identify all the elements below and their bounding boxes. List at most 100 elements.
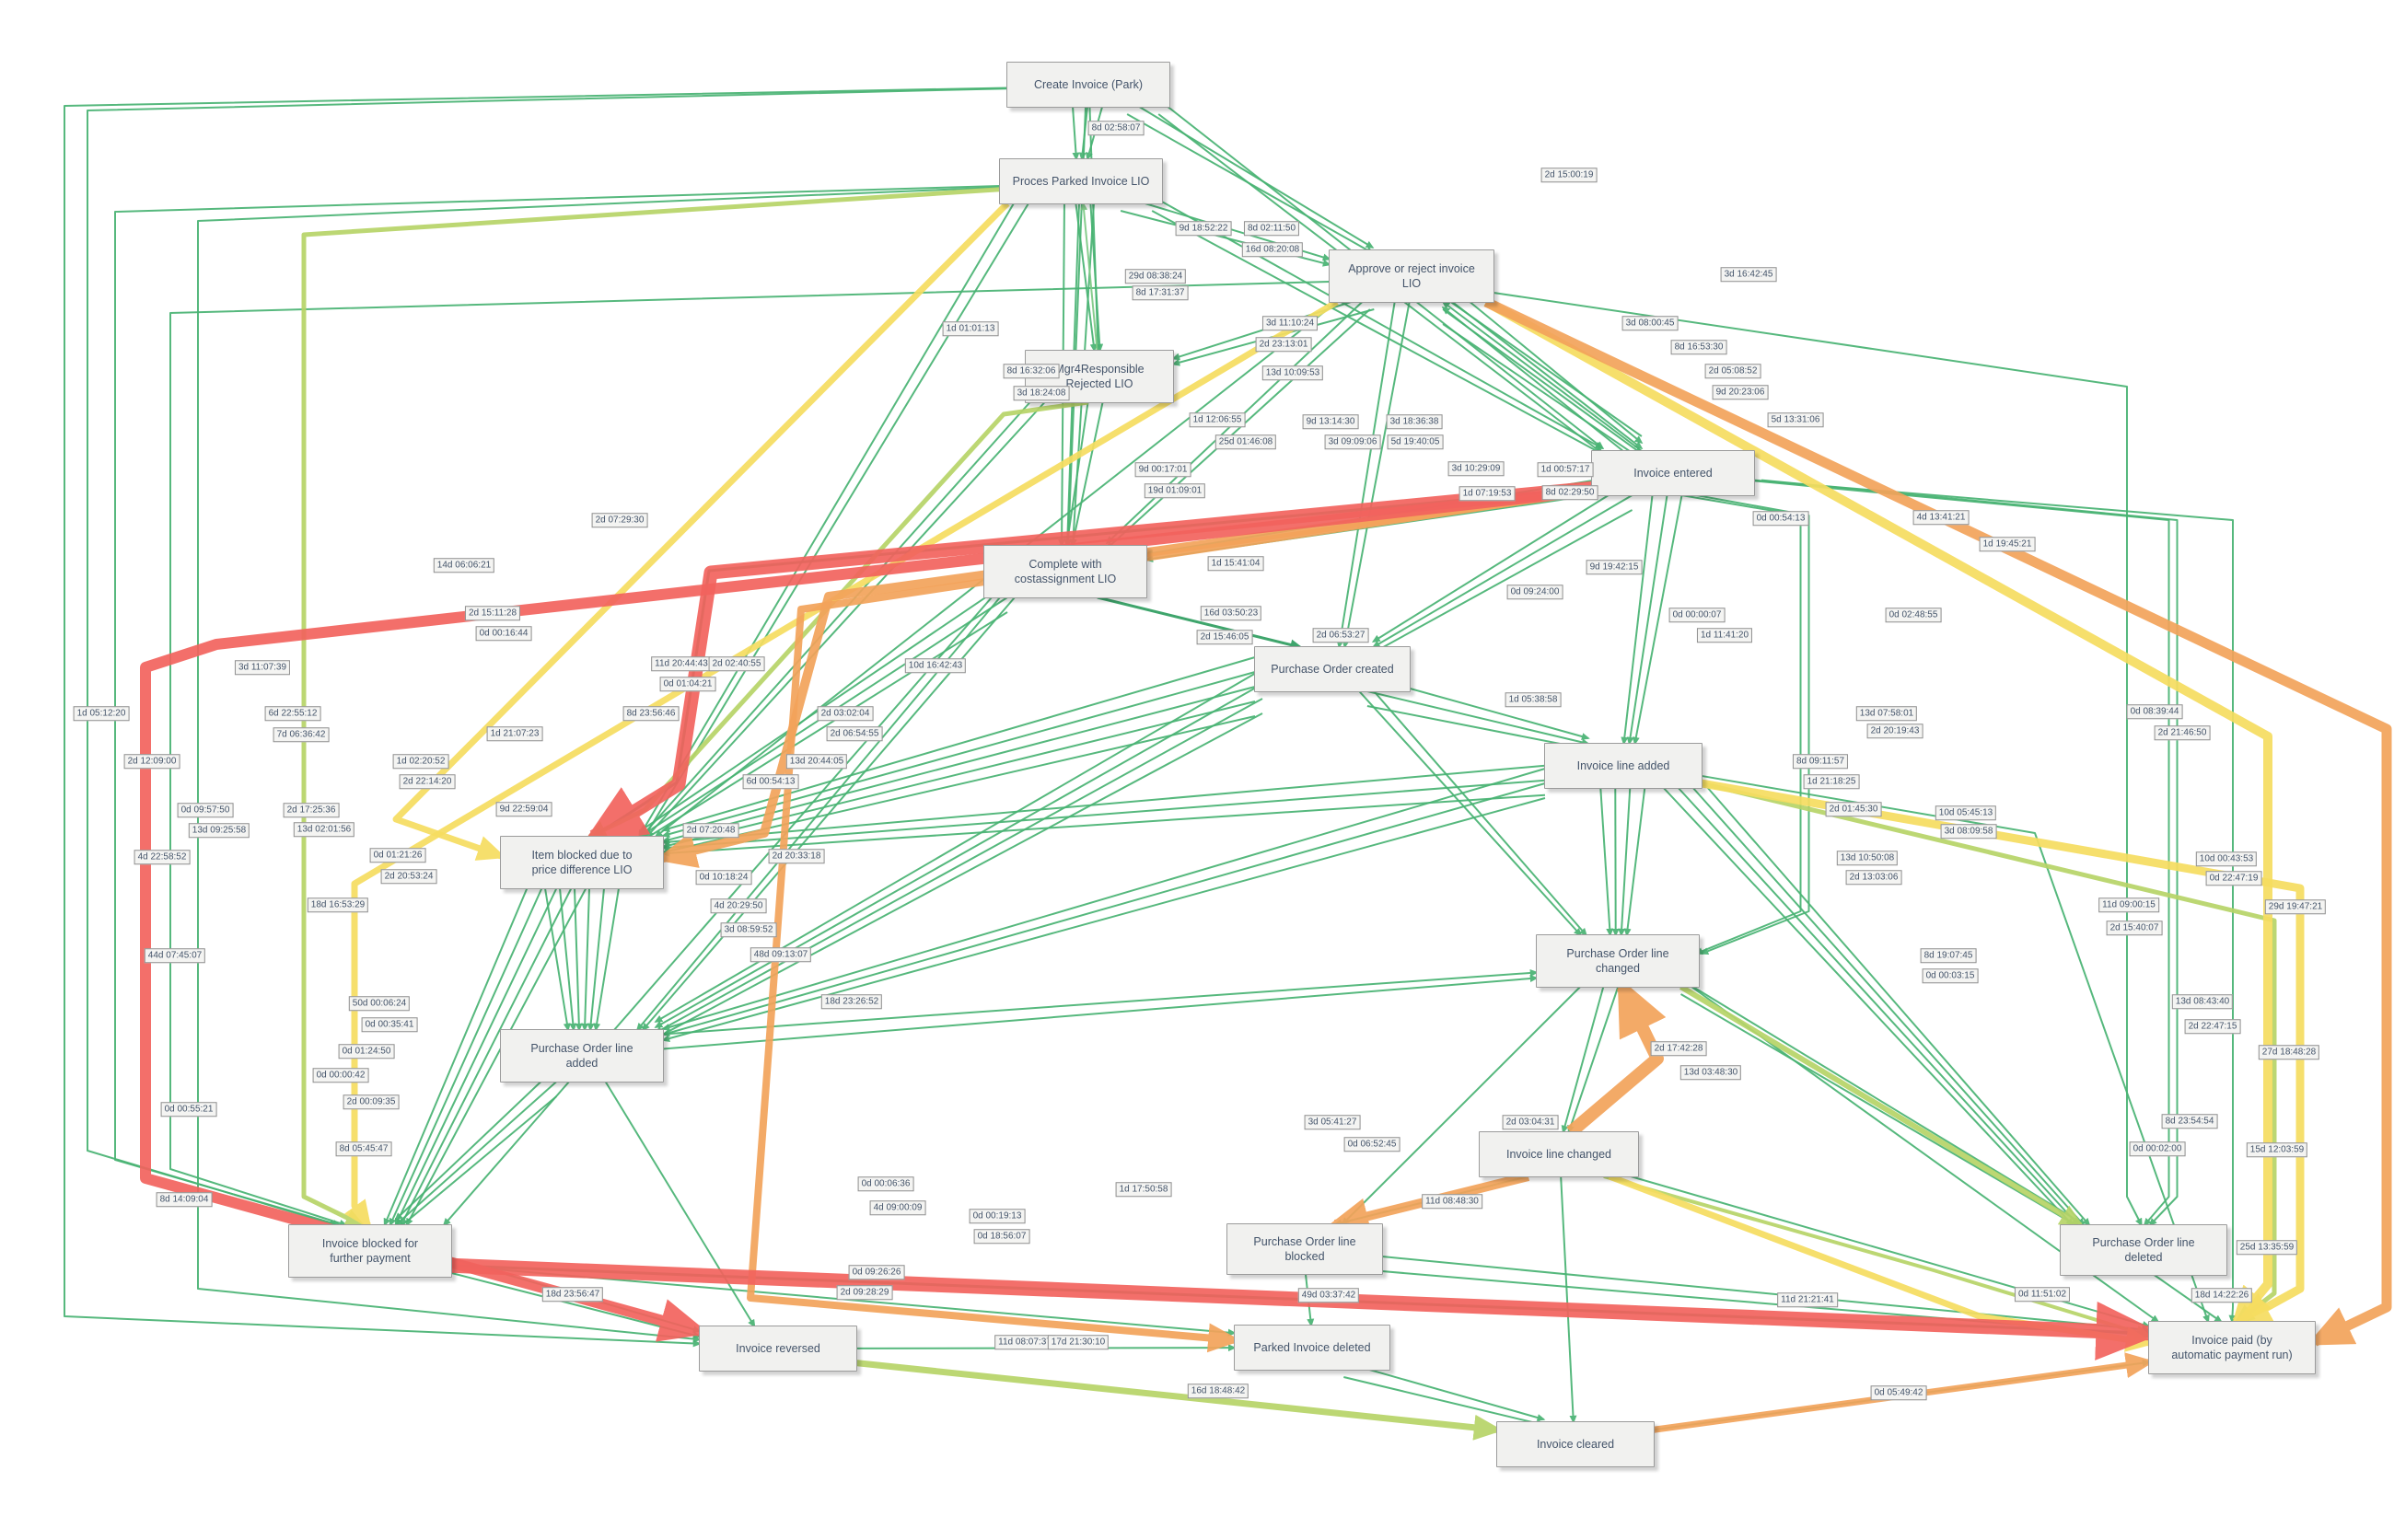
flow-edge[interactable] [394, 1095, 558, 1233]
flow-edge[interactable] [1342, 301, 1411, 649]
flow-edge[interactable] [654, 683, 1263, 1028]
flow-edge[interactable] [1567, 986, 1620, 1134]
activity-node-ib[interactable]: Item blocked due to price difference LIO [500, 836, 664, 889]
flow-edge[interactable] [1371, 494, 1633, 648]
flow-edge[interactable] [1692, 787, 2086, 1227]
flow-edge[interactable] [654, 712, 1263, 1039]
activity-node-cc[interactable]: Complete with costassignment LIO [983, 545, 1147, 598]
flow-edge[interactable] [1680, 978, 2083, 1223]
flow-edge[interactable] [559, 887, 577, 1032]
flow-edge[interactable] [644, 203, 1029, 839]
activity-node-pla[interactable]: Purchase Order line added [500, 1029, 664, 1083]
flow-edge[interactable] [661, 671, 1256, 838]
flow-edge[interactable] [661, 764, 1546, 846]
flow-edge[interactable] [1358, 690, 1583, 937]
flow-edge[interactable] [654, 698, 1263, 1034]
flow-edge[interactable] [1566, 976, 1667, 1138]
activity-node-icl[interactable]: Invoice cleared [1496, 1421, 1655, 1467]
flow-edge[interactable] [2153, 1274, 2223, 1324]
flow-edge[interactable] [661, 701, 1256, 850]
flow-edge[interactable] [1680, 993, 2083, 1229]
flow-edge[interactable] [64, 87, 1008, 1348]
flow-edge[interactable] [1701, 774, 2210, 1324]
flow-edge[interactable] [1343, 1361, 1546, 1421]
flow-edge[interactable] [1371, 480, 1633, 643]
flow-edge[interactable] [1753, 479, 2237, 1324]
flow-edge[interactable] [1626, 494, 1668, 746]
flow-edge[interactable] [1621, 494, 1654, 746]
flow-edge[interactable] [1618, 787, 1632, 937]
flow-edge[interactable] [604, 1081, 756, 1328]
activity-node-ila[interactable]: Invoice line added [1544, 743, 1703, 789]
flow-edge[interactable] [1632, 494, 1683, 746]
flow-edge[interactable] [1063, 401, 1089, 548]
flow-edge[interactable] [1441, 295, 1643, 437]
flow-edge[interactable] [587, 887, 605, 1032]
flow-edge[interactable] [661, 656, 1256, 832]
flow-edge[interactable] [1678, 787, 2080, 1227]
flow-edge[interactable] [389, 887, 543, 1227]
flow-edge[interactable] [1761, 479, 2179, 1227]
flow-edge[interactable] [1080, 202, 1098, 352]
flow-edge[interactable] [1070, 401, 1104, 548]
activity-node-ar[interactable]: Approve or reject invoice LIO [1329, 249, 1494, 303]
flow-edge[interactable] [662, 975, 1539, 1050]
flow-edge[interactable] [661, 768, 1546, 1031]
flow-edge[interactable] [640, 401, 1031, 839]
flow-edge[interactable] [661, 782, 1546, 1036]
flow-edge[interactable] [1381, 1256, 2151, 1334]
flow-edge[interactable] [1097, 596, 1303, 651]
flow-edge[interactable] [574, 887, 583, 1032]
flow-edge[interactable] [1373, 690, 1587, 937]
flow-edge[interactable] [1441, 306, 1643, 467]
flow-edge[interactable] [1561, 986, 1605, 1134]
flow-edge[interactable] [593, 887, 620, 1032]
flow-edge[interactable] [581, 887, 590, 1032]
activity-node-ie[interactable]: Invoice entered [1591, 450, 1755, 496]
flow-edge[interactable] [855, 1360, 1504, 1441]
flow-edge[interactable] [1603, 1175, 2153, 1339]
flow-edge[interactable] [661, 686, 1256, 844]
flow-edge[interactable] [1707, 787, 2091, 1227]
flow-edge[interactable] [661, 793, 1546, 857]
flow-edge[interactable] [392, 201, 1010, 861]
flow-edge[interactable] [662, 968, 1539, 1036]
flow-edge[interactable] [169, 281, 1331, 1227]
flow-edge[interactable] [114, 184, 1001, 1227]
activity-node-pid[interactable]: Parked Invoice deleted [1234, 1325, 1390, 1371]
activity-node-ibp[interactable]: Invoice blocked for further payment [288, 1224, 452, 1278]
flow-edge[interactable] [1151, 210, 1604, 455]
activity-node-plc[interactable]: Purchase Order line changed [1536, 934, 1700, 988]
flow-edge[interactable] [1366, 705, 1590, 752]
flow-edge[interactable] [638, 203, 1015, 839]
activity-node-pp[interactable]: Proces Parked Invoice LIO [999, 158, 1163, 204]
flow-edge[interactable] [1701, 779, 2305, 1326]
flow-edge[interactable] [1366, 690, 1590, 747]
flow-edge[interactable] [1679, 984, 2086, 1228]
flow-edge[interactable] [394, 1081, 558, 1227]
flow-edge[interactable] [197, 186, 1001, 1343]
flow-edge[interactable] [1695, 494, 1810, 955]
activity-node-plb[interactable]: Purchase Order line blocked [1226, 1223, 1383, 1275]
flow-edge[interactable] [1623, 787, 1646, 937]
flow-edge[interactable] [654, 668, 1263, 1023]
flow-edge[interactable] [394, 887, 558, 1227]
flow-edge[interactable] [661, 797, 1546, 1042]
activity-node-ilc[interactable]: Invoice line changed [1479, 1131, 1639, 1177]
flow-edge[interactable] [1336, 301, 1396, 649]
flow-edge[interactable] [1680, 494, 1802, 955]
activity-node-pc[interactable]: Purchase Order created [1254, 646, 1411, 692]
flow-edge[interactable] [1746, 479, 2170, 1227]
flow-edge[interactable] [544, 887, 571, 1032]
activity-node-ci[interactable]: Create Invoice (Park) [1006, 62, 1170, 108]
flow-edge[interactable] [1663, 787, 2074, 1227]
flow-edge[interactable] [1343, 1376, 1546, 1428]
flow-edge[interactable] [1599, 787, 1614, 937]
flow-edge[interactable] [400, 887, 573, 1227]
flow-edge[interactable] [1493, 292, 2143, 1227]
flow-edge[interactable] [1630, 1175, 2151, 1328]
activity-node-ipd[interactable]: Invoice paid (by automatic payment run) [2148, 1321, 2316, 1374]
activity-node-irv[interactable]: Invoice reversed [699, 1326, 857, 1372]
flow-edge[interactable] [1442, 323, 1644, 461]
flow-edge[interactable] [1442, 279, 1644, 445]
